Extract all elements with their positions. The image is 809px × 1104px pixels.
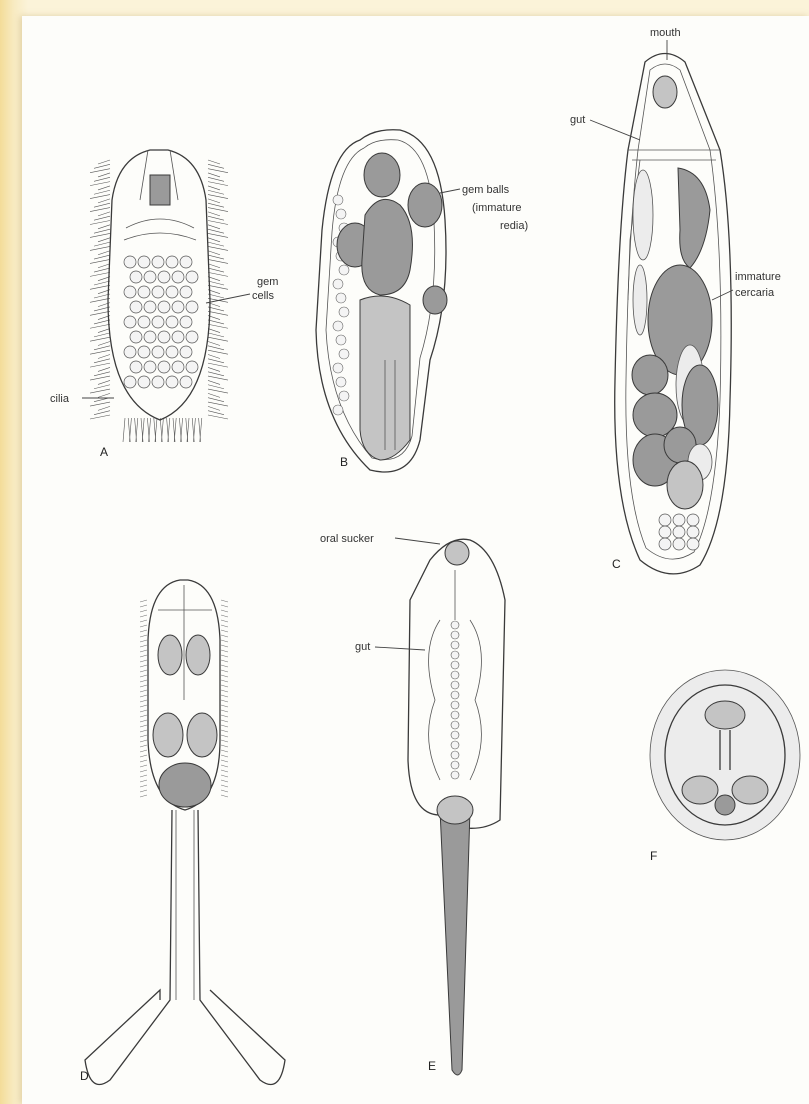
label-gem-cells-line2: cells [252, 290, 275, 302]
figure-e-cercaria [408, 539, 505, 1075]
figure-letter-f: F [650, 849, 657, 863]
gem-cells-cluster [124, 256, 198, 388]
label-immature-cercaria-line2: cercaria [735, 287, 775, 299]
figure-letter-a: A [100, 445, 108, 459]
figure-c-redia [615, 54, 732, 574]
leader-immature-cercaria [712, 290, 733, 300]
label-cilia: cilia [50, 393, 70, 405]
label-gem-cells-line1: gem [257, 276, 278, 288]
excretory-chain [451, 621, 459, 779]
label-gut-c: gut [570, 114, 585, 126]
label-gem-balls-line2: (immature [472, 202, 522, 214]
figure-letter-c: C [612, 557, 621, 571]
label-mouth: mouth [650, 27, 681, 39]
leader-gut-e [375, 647, 425, 650]
figure-letter-d: D [80, 1069, 89, 1083]
label-gut-e: gut [355, 641, 370, 653]
leader-oral-sucker [395, 538, 440, 544]
germ-cell-cluster [659, 514, 699, 550]
label-immature-cercaria-line1: immature [735, 271, 781, 283]
figure-f-metacercaria [650, 670, 800, 840]
figure-letter-b: B [340, 455, 348, 469]
figure-b-sporocyst [316, 130, 447, 472]
label-oral-sucker: oral sucker [320, 533, 374, 545]
label-gem-balls-line1: gem balls [462, 184, 510, 196]
figure-d-cercaria [85, 580, 285, 1085]
label-gem-balls-line3: redia) [500, 220, 528, 232]
leader-gem-balls [440, 189, 460, 193]
figure-letter-e: E [428, 1059, 436, 1073]
